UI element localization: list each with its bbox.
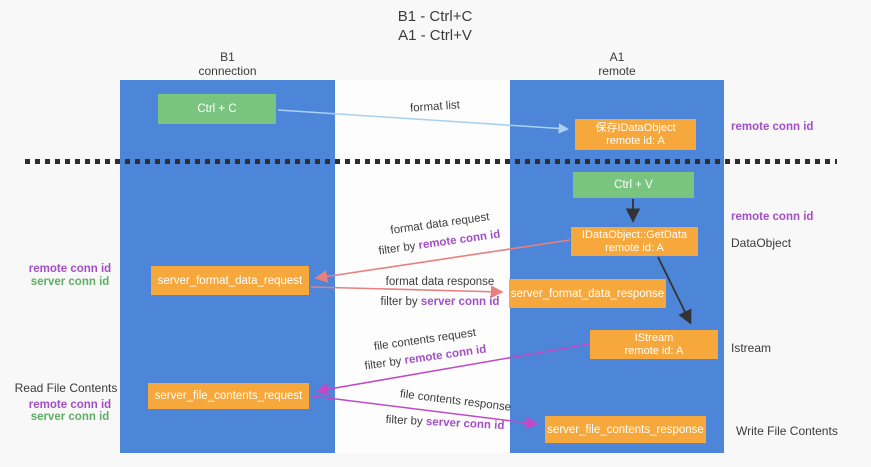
left-server-conn-id-top: server conn id (30, 276, 110, 288)
label-read-file-contents: Read File Contents (14, 381, 118, 395)
left-remote-conn-id-top: remote conn id (28, 263, 112, 275)
label-filter-server-1: filter by server conn id (365, 296, 515, 308)
label-dataobject: DataObject (731, 236, 792, 250)
node-save-idataobject: 保存IDataObject remote id: A (575, 119, 696, 150)
lane-a1-role: remote (598, 64, 636, 78)
node-ctrl-c: Ctrl + C (158, 94, 276, 124)
diagram-title: B1 - Ctrl+C A1 - Ctrl+V (300, 7, 570, 45)
node-server-format-data-response: server_format_data_response (509, 279, 666, 308)
node-getdata-line1: IDataObject::GetData (581, 228, 688, 241)
filter-by-text: filter by (385, 413, 423, 428)
node-server-file-contents-response-label: server_file_contents_response (547, 423, 704, 436)
lane-b1-role: connection (198, 64, 257, 78)
node-ctrl-v-label: Ctrl + V (614, 179, 653, 191)
node-server-file-contents-request: server_file_contents_request (148, 383, 309, 409)
node-server-file-contents-request-label: server_file_contents_request (154, 390, 303, 402)
node-server-format-data-request-label: server_format_data_request (157, 274, 303, 287)
node-istream-line1: IStream (634, 331, 674, 344)
lane-a1-name: A1 (609, 50, 625, 64)
right-remote-conn-id-top: remote conn id (731, 121, 814, 133)
left-server-conn-id-bottom: server conn id (30, 411, 110, 423)
node-getdata-line2: remote id: A (605, 241, 664, 254)
node-server-file-contents-response: server_file_contents_response (545, 416, 706, 443)
node-istream: IStream remote id: A (590, 330, 718, 359)
node-save-idataobject-line2: remote id: A (606, 134, 665, 147)
node-ctrl-v: Ctrl + V (573, 172, 694, 198)
node-save-idataobject-line1: 保存IDataObject (595, 121, 676, 134)
lane-header-a1: A1 remote (510, 50, 724, 78)
node-server-format-data-request: server_format_data_request (151, 266, 309, 295)
right-remote-conn-id-mid: remote conn id (731, 211, 814, 223)
title-line-1: B1 - Ctrl+C (397, 8, 473, 25)
filter-by-text: filter by (380, 296, 418, 308)
node-ctrl-c-label: Ctrl + C (197, 103, 237, 115)
node-server-format-data-response-label: server_format_data_response (510, 287, 665, 300)
dashed-divider-line (25, 159, 837, 164)
server-conn-id-text: server conn id (420, 296, 500, 308)
node-istream-line2: remote id: A (624, 344, 684, 357)
lane-b1-name: B1 (220, 50, 235, 64)
node-idataobject-getdata: IDataObject::GetData remote id: A (571, 227, 698, 256)
label-format-data-response: format data response (385, 276, 495, 288)
label-istream: Istream (731, 341, 772, 355)
left-remote-conn-id-bottom: remote conn id (28, 399, 112, 411)
lane-header-b1: B1 connection (120, 50, 335, 78)
label-write-file-contents: Write File Contents (736, 424, 838, 438)
title-line-2: A1 - Ctrl+V (398, 27, 472, 44)
